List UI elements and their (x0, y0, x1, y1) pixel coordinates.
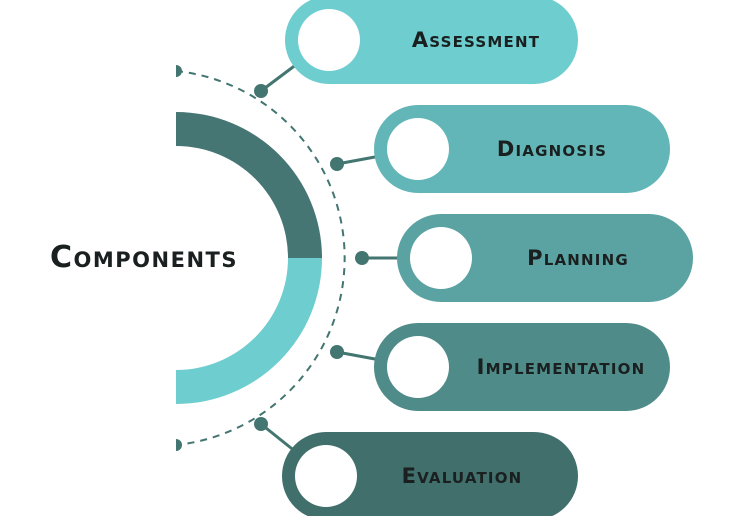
dashed-arc (175, 70, 346, 446)
connector-dot (330, 345, 344, 359)
item-circle (387, 336, 449, 398)
arc-end-cap-top (176, 65, 182, 77)
connector-dot (254, 417, 268, 431)
item-pill (374, 323, 670, 411)
arc-band-top (176, 112, 322, 258)
connector-dot (355, 251, 369, 265)
item-label: Planning (527, 246, 629, 270)
item-pill (374, 105, 670, 193)
item-label: Implementation (477, 355, 646, 379)
item-pill (282, 432, 578, 516)
item-assessment: Assessment (254, 0, 578, 98)
item-implementation: Implementation (330, 323, 670, 411)
arc-end-cap-bottom (176, 439, 182, 451)
arc-band-bottom (176, 258, 322, 404)
item-pill (285, 0, 578, 84)
item-list: AssessmentDiagnosisPlanningImplementatio… (254, 0, 693, 516)
item-circle (387, 118, 449, 180)
item-circle (295, 445, 357, 507)
item-planning: Planning (355, 214, 693, 302)
item-pill (397, 214, 693, 302)
item-circle (298, 9, 360, 71)
center-label: Components (50, 240, 238, 275)
connector-dot (254, 84, 268, 98)
item-label: Evaluation (402, 464, 523, 488)
connector-dot (330, 157, 344, 171)
item-diagnosis: Diagnosis (330, 105, 670, 193)
item-evaluation: Evaluation (254, 417, 578, 516)
item-circle (410, 227, 472, 289)
item-label: Assessment (412, 28, 540, 52)
item-label: Diagnosis (497, 137, 607, 161)
